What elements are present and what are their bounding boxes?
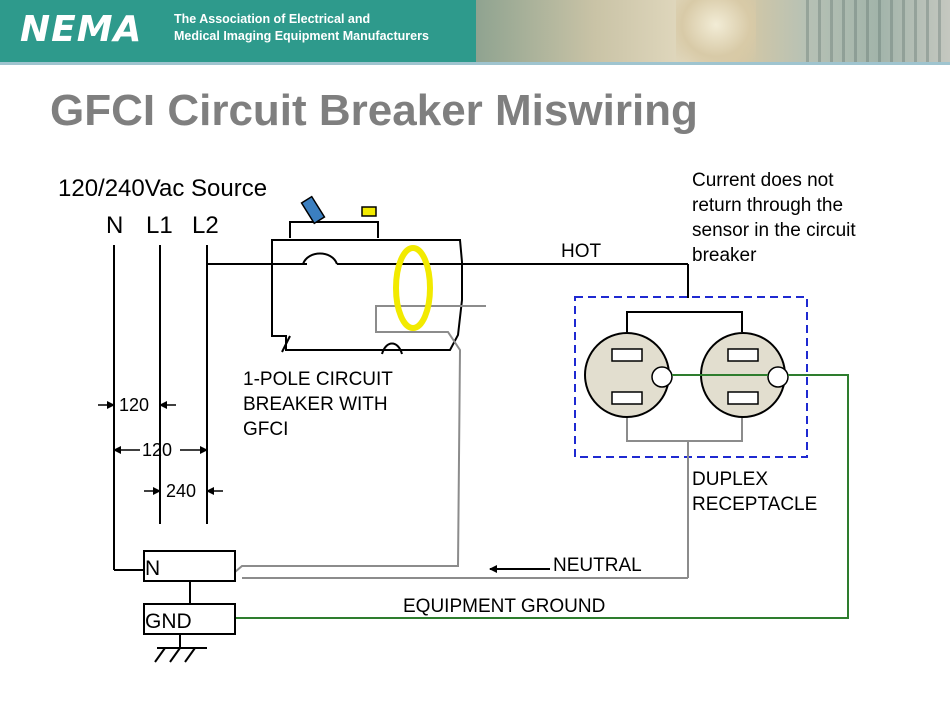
ground-label: EQUIPMENT GROUND [403,596,605,617]
gfci-circuit-breaker [271,195,463,355]
terminal-l1-label: L1 [146,212,173,239]
neutral-label: NEUTRAL [553,555,642,576]
header-banner: NEMA The Association of Electrical and M… [0,0,950,62]
terminal-l2-label: L2 [192,212,219,239]
terminal-n-label: N [106,212,123,239]
source-label: 120/240Vac Source [58,175,267,202]
outlet-left [584,332,673,418]
breaker-neutral-pigtail [234,305,486,573]
voltage-n-l2: 120 [142,440,172,460]
nema-logo: NEMA [20,9,143,50]
circuit-board-image [806,0,950,62]
test-button [361,206,377,217]
neutral-bus [626,408,743,442]
hot-bus [626,311,743,332]
header-photo-strip [476,0,950,62]
hot-label: HOT [561,241,602,262]
breaker-label-line-2: BREAKER WITH [243,394,388,415]
tagline-line-1: The Association of Electrical and [174,12,371,26]
sensor-note: Current does not return through the sens… [692,170,856,266]
note-line-1: Current does not [692,170,834,191]
neutral-bar-label: N [145,557,160,580]
earth-ground-icon [154,634,207,663]
equipment-ground-wire [235,374,849,619]
breaker-label-line-1: 1-POLE CIRCUIT [243,369,393,390]
header-divider [0,62,950,65]
gfci-current-sensor [393,245,433,331]
voltage-n-l1: 120 [119,395,149,415]
header-tagline: The Association of Electrical and Medica… [174,11,429,45]
note-line-3: sensor in the circuit [692,220,856,241]
note-line-4: breaker [692,245,757,266]
receptacle-label-line-2: RECEPTACLE [692,494,817,515]
breaker-handle [300,195,326,225]
receptacle-label-line-1: DUPLEX [692,469,768,490]
neutral-bar [143,550,236,582]
ground-bar-label: GND [145,610,192,633]
note-line-2: return through the [692,195,843,216]
voltage-l1-l2: 240 [166,481,196,501]
ground-bar [143,603,236,635]
receptacle-enclosure [574,296,808,458]
slide-title: GFCI Circuit Breaker Miswiring [50,86,698,135]
breaker-label-line-3: GFCI [243,419,288,440]
tagline-line-2: Medical Imaging Equipment Manufacturers [174,29,429,43]
lightbulb-image [676,0,756,62]
